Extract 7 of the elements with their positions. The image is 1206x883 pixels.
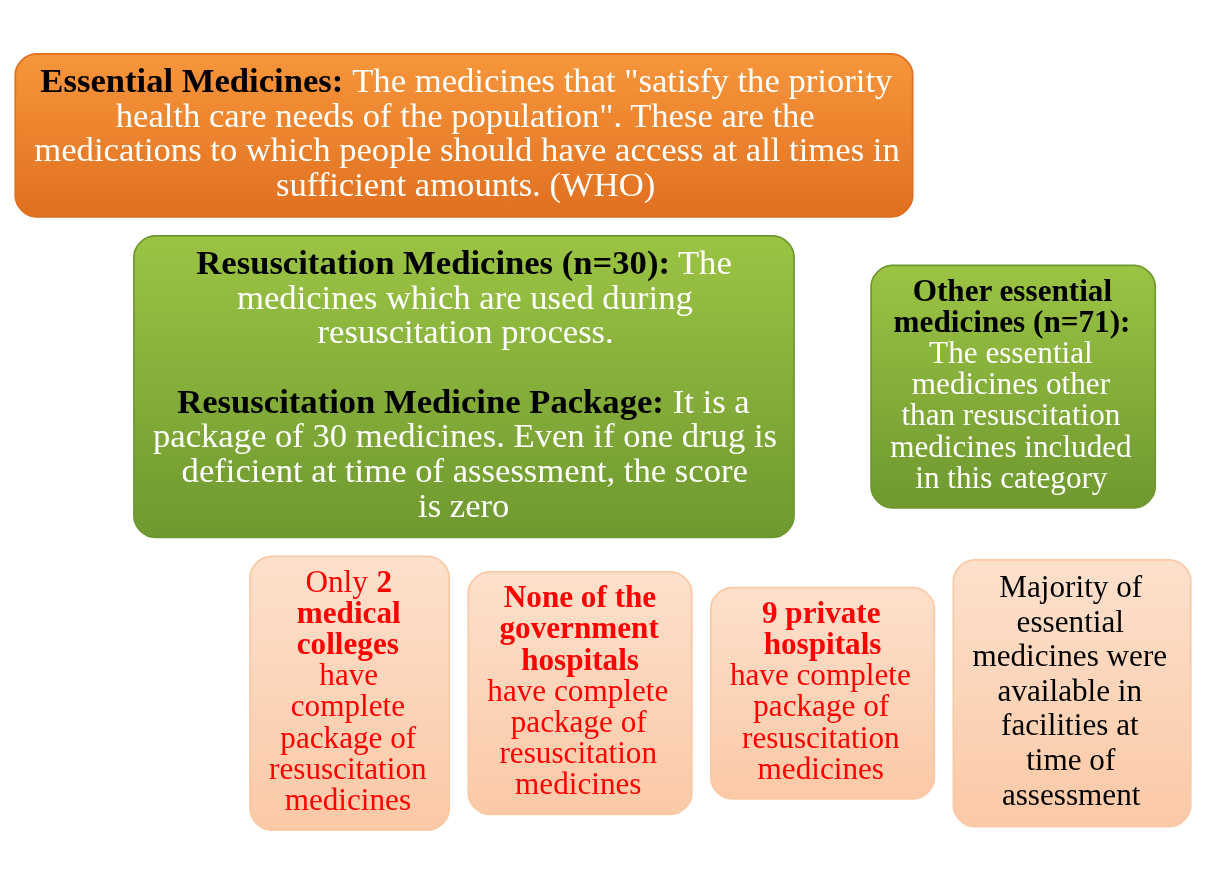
node-box: Resuscitation Medicines (n=30): The medicines which are used during resuscitation process. Resuscitation Medicine Package: It is a package of 30 medicines. Even if one drug is deficient at time of assessment, the score is zero [133, 234, 795, 538]
node-box: Only 2 medical colleges have complete package of resuscitation medicines [249, 554, 451, 831]
node-box: None of the government hospitals have complete package of resuscitation medicines [467, 570, 693, 815]
node-box: Majority of essential medicines were available in facilities at time of assessment [952, 558, 1192, 827]
node-box: Essential Medicines: The medicines that "satisfy the priority health care needs of the population". These are the medications to which people should have access at all times in sufficient amounts. (WHO) [14, 52, 914, 218]
node-box: Other essential medicines (n=71): The essential medicines other than resuscitation medicines included in this category [870, 263, 1157, 509]
node-box: 9 private hospitals have complete package of resuscitation medicines [710, 586, 936, 800]
